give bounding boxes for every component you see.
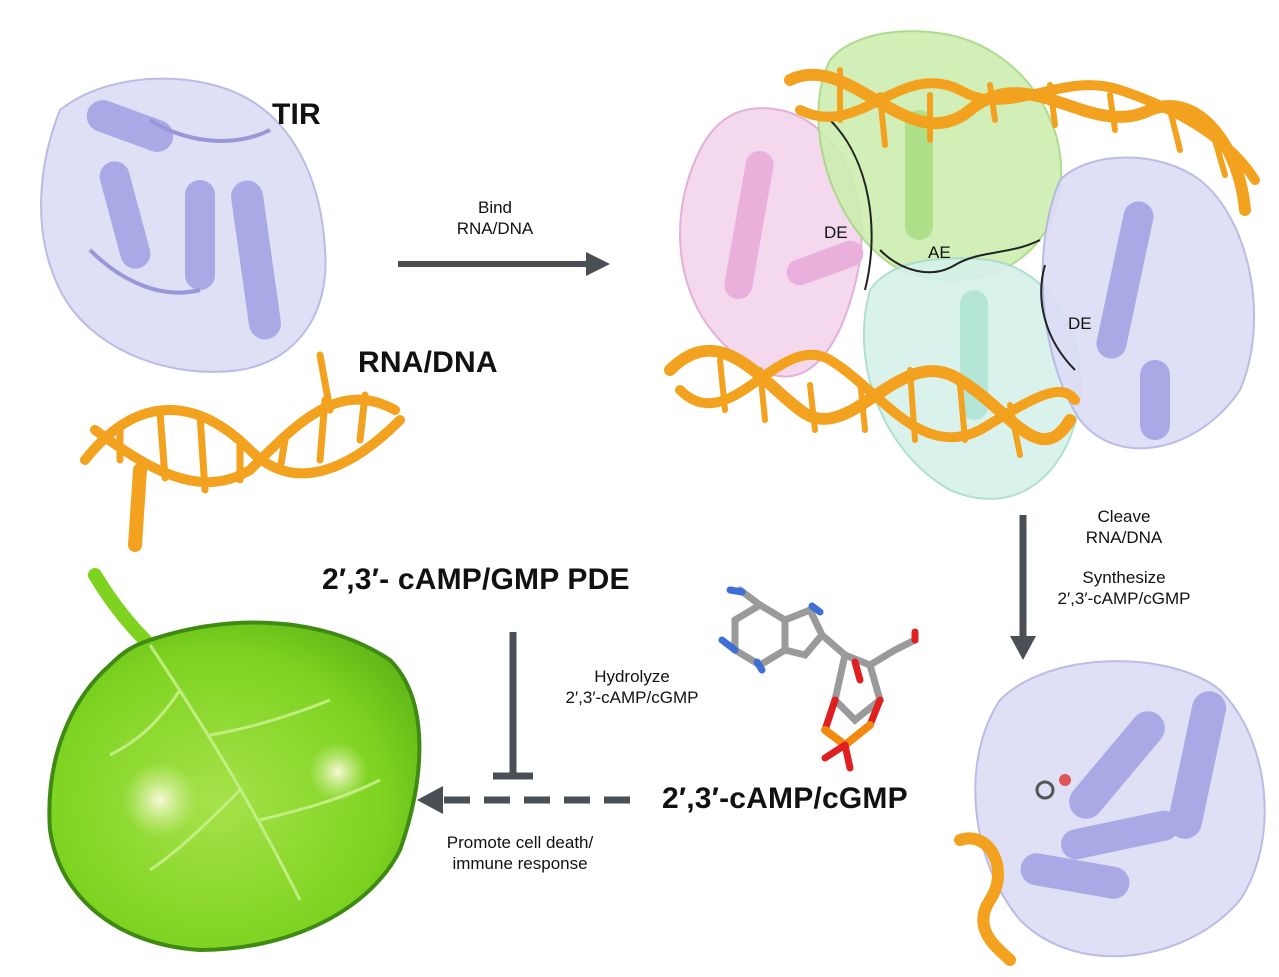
leaf-icon [47, 568, 422, 953]
bind-label: Bind RNA/DNA [445, 197, 545, 240]
promote-label-line2: immune response [452, 854, 588, 874]
tir-label: TIR [272, 98, 321, 131]
cyclic-nucleotide-molecule-icon [718, 586, 919, 772]
promote-label: Promote cell death/ immune response [420, 832, 620, 875]
cleave-label-line2: RNA/DNA [1085, 528, 1163, 548]
product-label: 2′,3′-cAMP/cGMP [662, 782, 908, 815]
promote-dashed-arrow [417, 786, 630, 814]
hydrolyze-label: Hydrolyze 2′,3′-cAMP/cGMP [552, 666, 712, 709]
ae-label: AE [928, 243, 951, 262]
hydrolyze-label-line1: Hydrolyze [594, 667, 670, 686]
bind-label-line1: Bind [477, 198, 513, 217]
synthesize-label: Synthesize 2′,3′-cAMP/cGMP [1044, 567, 1204, 610]
de-right-label: DE [1068, 314, 1092, 333]
tir-structure-icon [40, 77, 327, 373]
de-left-label: DE [824, 223, 848, 242]
cleave-label-line1: Cleave [1097, 507, 1151, 526]
protein-ligand-structure-icon [954, 660, 1266, 966]
bind-label-line2: RNA/DNA [456, 219, 534, 239]
cleave-arrow [1010, 515, 1036, 660]
promote-label-line1: Promote cell death/ [446, 833, 594, 852]
rna-dna-label: RNA/DNA [358, 346, 498, 379]
dna-helix-icon [80, 351, 405, 552]
bind-arrow [398, 252, 610, 276]
synthesize-label-line2: 2′,3′-cAMP/cGMP [1057, 589, 1191, 609]
pde-label: 2′,3′- cAMP/GMP PDE [322, 563, 630, 596]
protein-dna-complex-icon [664, 30, 1260, 500]
hydrolyze-label-line2: 2′,3′-cAMP/cGMP [565, 688, 699, 708]
inhibit-arrow [493, 632, 533, 780]
cleave-label: Cleave RNA/DNA [1064, 506, 1184, 549]
synthesize-label-line1: Synthesize [1082, 568, 1166, 587]
